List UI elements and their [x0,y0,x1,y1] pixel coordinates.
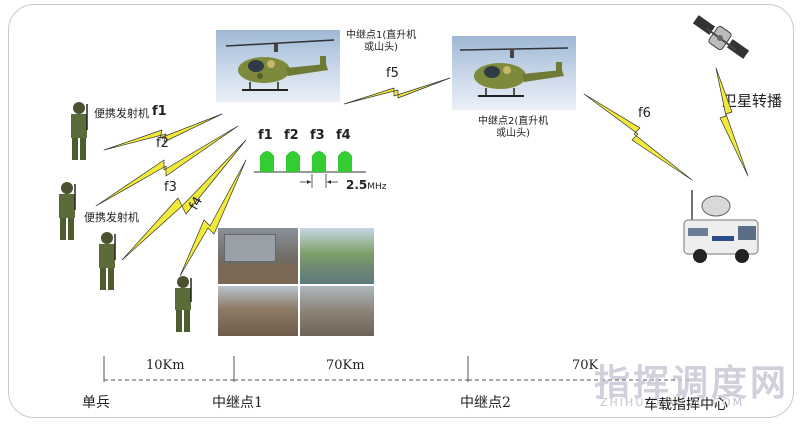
spectrum-diagram [254,151,366,188]
soldier-icon [59,182,76,240]
lightning-bolt-f6 [583,93,693,181]
satellite-icon [692,15,750,59]
freq-label-f6: f6 [638,106,651,121]
spectrum-channel-f4 [338,151,352,172]
diagram-frame [8,4,794,418]
channel-spacing-label: 2.5MHz [346,178,387,192]
helicopter-icon [225,39,335,91]
freq-label-f1: f1 [152,104,167,119]
satellite-relay-label: 卫星转播 [722,92,783,110]
distance-label-70km-2: 70K [572,358,599,373]
helicopter-icon [459,47,569,97]
helicopter-relay2-photo [452,36,576,110]
portable-transmitter-label-1: 便携发射机 [94,107,149,120]
spectrum-channel-f2 [286,151,300,172]
spectrum-channel-f1 [260,151,274,172]
freq-label-f3: f3 [164,180,177,195]
relay1-label: 中继点1(直升机 或山头) [346,30,417,53]
soldier-icon [175,276,192,332]
axis-label-single-soldier: 单兵 [82,395,110,411]
spectrum-channel-f3 [312,151,326,172]
distance-label-10km: 10Km [146,358,185,373]
disaster-photo-4 [300,286,374,336]
watermark-logo-text: 指挥调度网 [594,363,790,404]
spectrum-label-f1: f1 [258,128,273,143]
command-vehicle-icon [683,190,759,263]
spectrum-label-f4: f4 [336,128,351,143]
lightning-bolt-f3 [121,139,247,261]
axis-label-command-center: 车载指挥中心 [644,397,728,413]
watermark-url: ZHIHUIDIAODU.COM [600,396,745,409]
freq-label-f2: f2 [156,136,169,151]
spectrum-label-f3: f3 [310,128,325,143]
lightning-bolt-f4 [179,159,247,277]
freq-label-f5: f5 [386,66,399,81]
soldier-icon [71,102,88,160]
disaster-photo-3 [218,286,298,336]
axis-label-relay1: 中继点1 [212,395,263,411]
spectrum-label-f2: f2 [284,128,299,143]
disaster-photo-2 [300,228,374,284]
lightning-bolt-f2 [95,125,239,207]
axis-label-relay2: 中继点2 [460,395,511,411]
lightning-bolt-f1 [103,113,223,151]
helicopter-relay1-photo [216,30,340,102]
lightning-bolt-satellite [715,67,749,177]
lightning-bolt-f5 [343,77,451,105]
distance-label-70km-1: 70Km [326,358,365,373]
disaster-photo-1 [218,228,298,284]
relay2-label: 中继点2(直升机 或山头) [478,116,549,139]
soldier-icon [99,232,116,290]
portable-transmitter-label-2: 便携发射机 [84,211,139,224]
